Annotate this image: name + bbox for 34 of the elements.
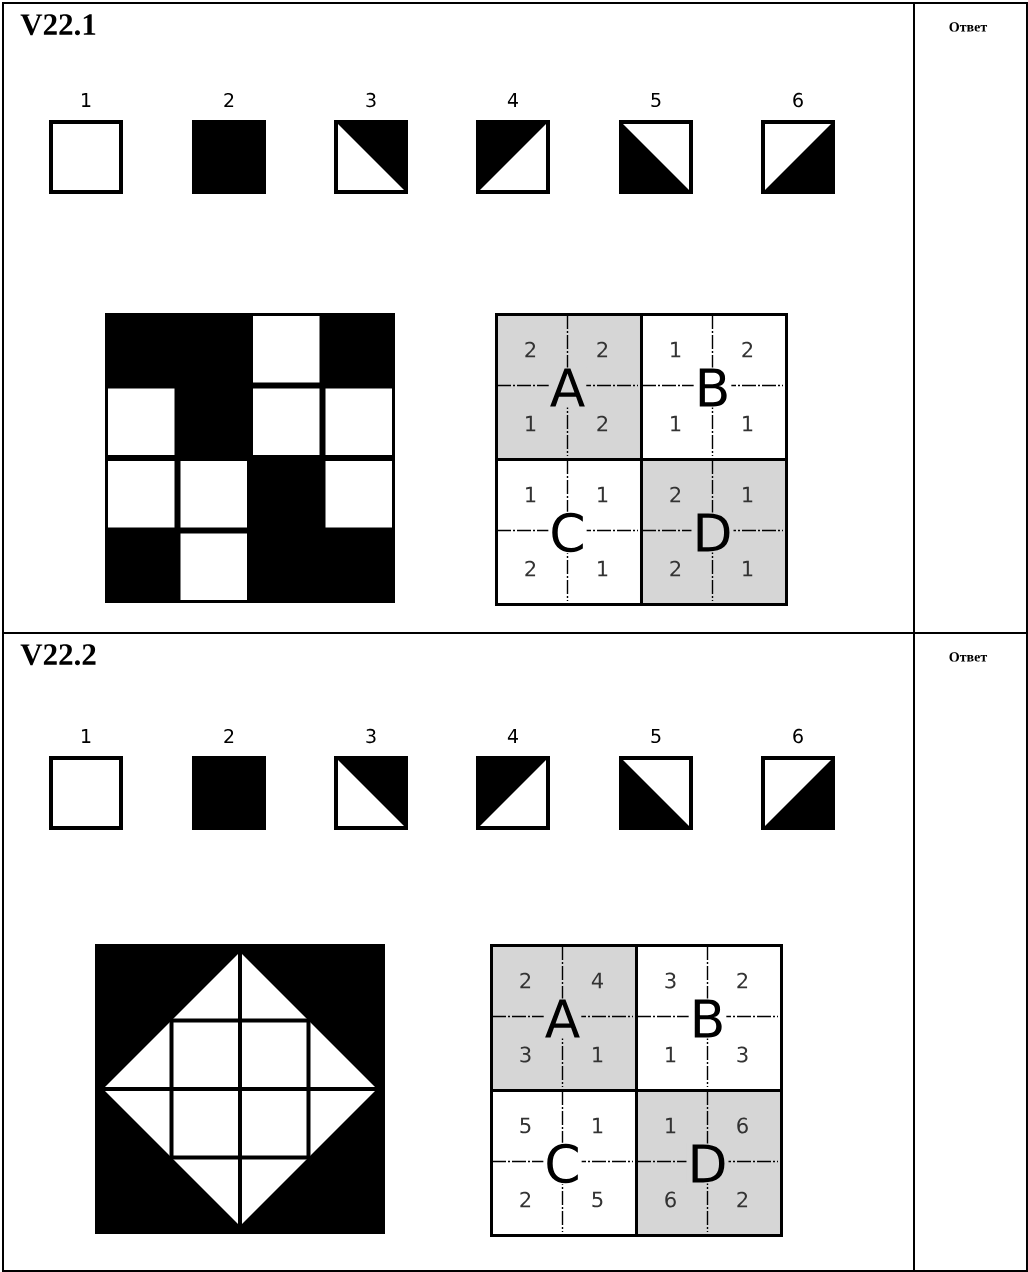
tile: 5 [619, 92, 693, 194]
grid-quadrant: C 1 1 2 1 [495, 458, 643, 606]
tile: 6 [761, 728, 835, 830]
answer-cell: Ответ [913, 2, 1028, 634]
tile: 2 [192, 728, 266, 830]
grid-quadrant: B 1 2 1 1 [640, 313, 788, 461]
node-label: 4 [507, 93, 518, 107]
node-label: 3 [366, 92, 376, 108]
grid-quadrant: D 1 6 6 2 [635, 1089, 783, 1237]
node-label: 3 [366, 728, 376, 744]
grid-quadrant: D 2 1 2 1 [640, 458, 788, 606]
grid-quadrant: A 2 4 3 1 [490, 944, 638, 1092]
tile: 4 [476, 729, 550, 830]
grid-quadrant: A 2 2 1 2 [495, 313, 643, 461]
node-label: 1 [82, 93, 91, 107]
tile: 1 [49, 729, 123, 830]
node-label: 5 [651, 92, 661, 108]
answer-cell: Ответ [913, 632, 1028, 1272]
tile: 3 [334, 728, 408, 830]
node-label: 4 [507, 729, 518, 743]
node-label: 2 [224, 728, 234, 744]
node-label: 2 [224, 92, 234, 108]
node-label: 6 [793, 92, 803, 108]
tile: 6 [761, 92, 835, 194]
grid-quadrant: B 3 2 1 3 [635, 944, 783, 1092]
tile: 4 [476, 93, 550, 194]
tile: 3 [334, 92, 408, 194]
tile: 5 [619, 728, 693, 830]
node-label: 5 [651, 728, 661, 744]
node-label: 6 [793, 728, 803, 744]
node-label: 1 [82, 729, 91, 743]
grid-quadrant: C 5 1 2 5 [490, 1089, 638, 1237]
tile: 1 [49, 93, 123, 194]
tile: 2 [192, 92, 266, 194]
